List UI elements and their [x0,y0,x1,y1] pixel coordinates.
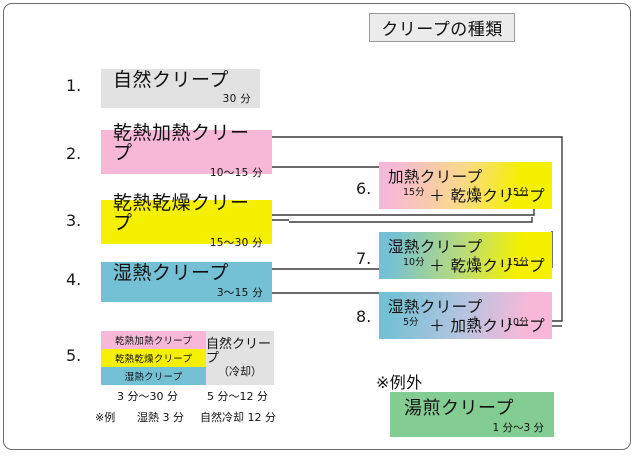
natural-cooling-name: 自然クリープ [206,337,272,366]
creep-box-moist-heat[interactable]: 湿熱クリープ 3〜15 分 [101,262,272,302]
creep-stack-composite[interactable]: 乾熱加熱クリープ 乾熱乾燥クリープ 湿熱クリープ [101,331,206,385]
creep-name: 湯煎クリープ [404,398,514,419]
creep-combo-box-8[interactable]: 湿熱クリープ 5分 + 10分 ＋ 加熱クリープ [379,292,552,339]
stack-row-dry-heat-drying: 乾熱乾燥クリープ [101,349,206,367]
list-number-6: 6. [356,179,372,198]
list-number-1: 1. [66,76,82,95]
list-number-4: 4. [66,270,82,289]
combo-duration-2: 15分 [507,257,529,268]
example-note-left: 湿熱 3 分 [137,411,184,424]
natural-cooling-sub: （冷却） [218,364,262,378]
creep-name: 乾熱加熱クリープ [113,122,250,164]
stack-caption-right: 5 分〜12 分 [207,390,268,403]
combo-duration-1: 5分 [403,317,419,328]
creep-name: 湿熱クリープ [113,262,229,285]
creep-combo-box-6[interactable]: 加熱クリープ 15分 + 15分 ＋ 乾燥クリープ [379,162,552,209]
combo-line-2: ＋ 乾燥クリープ [429,257,545,275]
stack-row-dry-heat-heating: 乾熱加熱クリープ [101,331,206,349]
combo-duration-2: 15分 [507,187,529,198]
creep-duration: 1 分〜3 分 [492,422,544,434]
list-number-7: 7. [356,249,372,268]
creep-box-dry-heat-heating[interactable]: 乾熱加熱クリープ 10〜15 分 [101,123,272,179]
creep-duration: 30 分 [222,93,251,106]
creep-name: 乾熱乾燥クリープ [113,192,250,234]
combo-line-1: 加熱クリープ [388,168,483,186]
combo-plus-sign: + [471,254,479,265]
example-note-right: 自然冷却 12 分 [200,411,276,424]
creep-combo-box-7[interactable]: 湿熱クリープ 10分 + 15分 ＋ 乾燥クリープ [379,232,552,279]
combo-line-2: ＋ 加熱クリープ [429,317,545,335]
list-number-5: 5. [66,346,82,365]
diagram-frame: クリープの種類 1. 自然クリープ 30 分 [3,3,631,450]
stack-caption-left: 3 分〜30 分 [117,390,178,403]
creep-box-natural[interactable]: 自然クリープ 30 分 [101,69,260,108]
list-number-8: 8. [356,307,372,326]
list-number-2: 2. [66,144,82,163]
combo-plus-sign: + [471,314,479,325]
combo-line-2: ＋ 乾燥クリープ [429,187,545,205]
creep-duration: 10〜15 分 [209,166,263,179]
creep-box-natural-cooling[interactable]: 自然クリープ （冷却） [206,331,274,385]
page-title: クリープの種類 [381,20,503,40]
creep-box-dry-heat-drying[interactable]: 乾熱乾燥クリープ 15〜30 分 [101,193,272,249]
stack-row-moist-heat: 湿熱クリープ [101,367,206,385]
creep-box-water-bath[interactable]: 湯煎クリープ 1 分〜3 分 [390,392,554,437]
diagram-title-box: クリープの種類 [369,13,515,42]
exception-label: ※例外 [376,373,423,392]
list-number-3: 3. [66,211,82,230]
combo-duration-2: 10分 [507,317,529,328]
creep-duration: 15〜30 分 [209,236,263,249]
example-note-label: ※例 [95,411,116,424]
combo-plus-sign: + [471,184,479,195]
combo-duration-1: 15分 [403,187,425,198]
combo-line-1: 湿熱クリープ [388,298,483,316]
combo-line-1: 湿熱クリープ [388,238,483,256]
combo-duration-1: 10分 [403,257,425,268]
creep-duration: 3〜15 分 [216,286,263,299]
creep-name: 自然クリープ [113,68,229,91]
